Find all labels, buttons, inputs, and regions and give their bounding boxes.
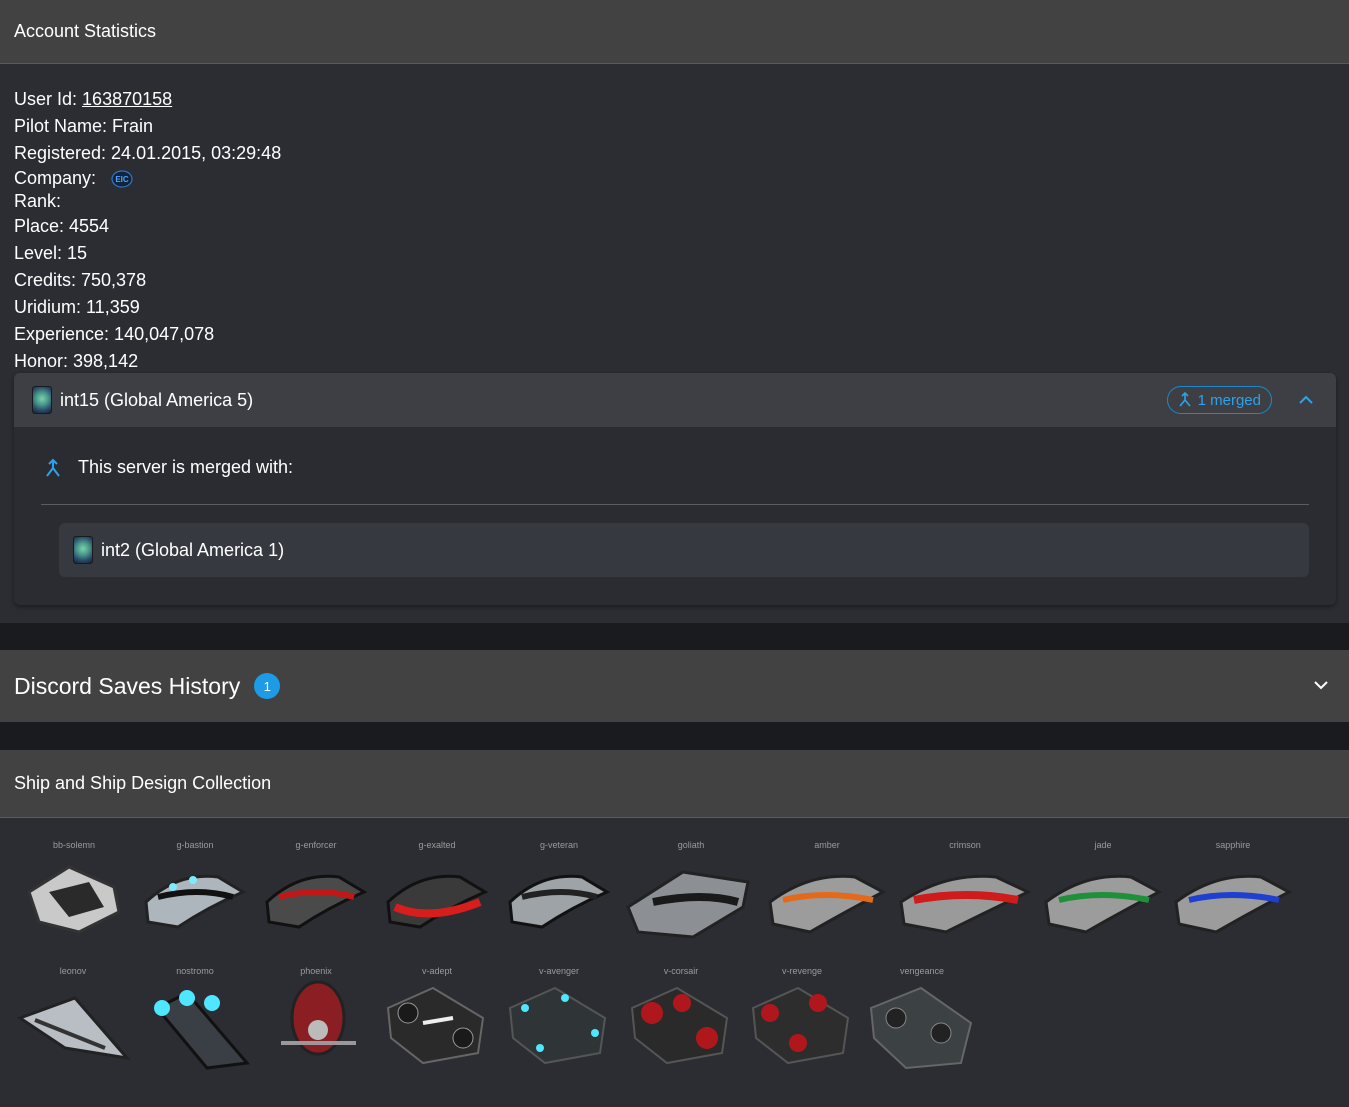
- ship-image: [16, 996, 131, 1061]
- server-planet-icon: [32, 386, 52, 414]
- ship-image: [281, 980, 356, 1056]
- ship-image: [508, 986, 607, 1065]
- ship-name: leonov: [59, 966, 87, 976]
- ship-card[interactable]: crimson: [892, 838, 1038, 949]
- ship-card[interactable]: g-exalted: [376, 838, 498, 947]
- experience-value: Experience: 140,047,078: [14, 324, 215, 344]
- ship-name: sapphire: [1215, 840, 1251, 850]
- company-logo-icon: EIC: [111, 170, 133, 188]
- ship-card[interactable]: nostromo: [134, 964, 256, 1079]
- ship-name: jade: [1094, 840, 1112, 850]
- ship-card[interactable]: sapphire: [1168, 838, 1298, 949]
- ship-name: v-adept: [421, 966, 453, 976]
- account-statistics-panel: Account Statistics User Id: 163870158 Pi…: [0, 0, 1349, 623]
- ship-image: [386, 986, 485, 1065]
- registered-date: Registered: 24.01.2015, 03:29:48: [14, 143, 282, 163]
- discord-saves-panel[interactable]: Discord Saves History 1: [0, 650, 1349, 722]
- ship-card[interactable]: g-veteran: [498, 838, 620, 947]
- ship-card[interactable]: amber: [762, 838, 892, 949]
- chevron-up-icon[interactable]: [1294, 388, 1318, 412]
- ship-card[interactable]: g-bastion: [134, 838, 256, 947]
- account-stats-list: User Id: 163870158 Pilot Name: Frain Reg…: [14, 86, 281, 375]
- user-id-row: User Id: 163870158: [14, 86, 281, 113]
- ship-name: v-avenger: [538, 966, 580, 976]
- merge-info-row: This server is merged with:: [44, 457, 293, 478]
- ship-name: bb-solemn: [52, 840, 96, 850]
- user-id-label: User Id:: [14, 89, 78, 109]
- ship-name: g-veteran: [539, 840, 579, 850]
- rank-label: Rank:: [14, 191, 62, 211]
- merge-icon: [1179, 392, 1191, 407]
- ship-image: [508, 874, 611, 929]
- ship-card[interactable]: vengeance: [862, 964, 982, 1079]
- ship-name: crimson: [949, 840, 981, 850]
- ship-card[interactable]: g-enforcer: [256, 838, 376, 947]
- account-statistics-header: Account Statistics: [0, 0, 1349, 64]
- ship-collection-panel: Ship and Ship Design Collection bb-solem…: [0, 750, 1349, 1107]
- merge-icon: [46, 458, 60, 477]
- ship-image: [386, 874, 489, 929]
- ship-image: [630, 986, 729, 1065]
- server-card-header[interactable]: int15 (Global America 5) 1 merged: [14, 373, 1336, 427]
- ship-name: nostromo: [176, 966, 214, 976]
- ship-card[interactable]: v-avenger: [498, 964, 620, 1075]
- ship-card[interactable]: phoenix: [256, 964, 376, 1075]
- ship-collection-header: Ship and Ship Design Collection: [0, 750, 1349, 818]
- discord-saves-title: Discord Saves History: [14, 672, 241, 699]
- ship-name: amber: [814, 840, 840, 850]
- ship-card[interactable]: jade: [1038, 838, 1168, 949]
- ship-card[interactable]: goliath: [620, 838, 762, 949]
- ship-image: [1174, 874, 1293, 934]
- ship-card[interactable]: bb-solemn: [14, 838, 134, 947]
- account-statistics-title: Account Statistics: [14, 21, 157, 41]
- ship-image: [1044, 874, 1163, 934]
- ship-card[interactable]: leonov: [12, 964, 134, 1075]
- level-value: Level: 15: [14, 243, 88, 263]
- divider: [41, 504, 1309, 505]
- discord-count-badge: 1: [254, 673, 281, 699]
- svg-text:EIC: EIC: [115, 175, 129, 184]
- ship-image: [869, 986, 973, 1070]
- merged-chip[interactable]: 1 merged: [1166, 386, 1272, 414]
- pilot-name: Pilot Name: Frain: [14, 116, 154, 136]
- ship-name: vengeance: [899, 966, 945, 976]
- merge-info-text: This server is merged with:: [78, 457, 294, 477]
- ship-collection-title: Ship and Ship Design Collection: [14, 773, 272, 793]
- ship-image: [626, 870, 750, 939]
- credits-value: Credits: 750,378: [14, 270, 147, 290]
- ship-image: [154, 990, 250, 1070]
- user-id-link[interactable]: 163870158: [82, 89, 173, 109]
- server-planet-icon: [73, 536, 93, 564]
- ship-card[interactable]: v-corsair: [620, 964, 742, 1075]
- company-label: Company:: [14, 168, 97, 188]
- ship-name: phoenix: [300, 966, 332, 976]
- chevron-down-icon[interactable]: [1313, 677, 1329, 695]
- ship-name: g-bastion: [176, 840, 214, 850]
- ship-image: [768, 874, 887, 934]
- honor-value: Honor: 398,142: [14, 351, 139, 371]
- ship-image: [899, 874, 1032, 934]
- ship-image: [144, 874, 247, 929]
- merged-chip-label: 1 merged: [1197, 391, 1261, 409]
- uridium-value: Uridium: 11,359: [14, 297, 140, 317]
- ship-image: [265, 874, 368, 929]
- server-card: int15 (Global America 5) 1 merged This s…: [14, 373, 1336, 605]
- ship-image: [27, 865, 121, 934]
- ship-name: v-revenge: [781, 966, 823, 976]
- ship-name: g-exalted: [418, 840, 456, 850]
- ship-name: v-corsair: [663, 966, 699, 976]
- ship-name: goliath: [677, 840, 705, 850]
- merged-server-item: int2 (Global America 1): [59, 523, 1309, 577]
- discord-saves-header[interactable]: Discord Saves History 1: [0, 650, 1349, 722]
- company-row: Company: EIC: [14, 167, 281, 190]
- ship-card[interactable]: v-adept: [376, 964, 498, 1075]
- ship-image: [751, 986, 850, 1065]
- place-value: Place: 4554: [14, 216, 110, 236]
- ship-name: g-enforcer: [295, 840, 337, 850]
- ship-card[interactable]: v-revenge: [742, 964, 862, 1075]
- merged-server-name: int2 (Global America 1): [101, 539, 285, 560]
- server-name: int15 (Global America 5): [60, 389, 254, 410]
